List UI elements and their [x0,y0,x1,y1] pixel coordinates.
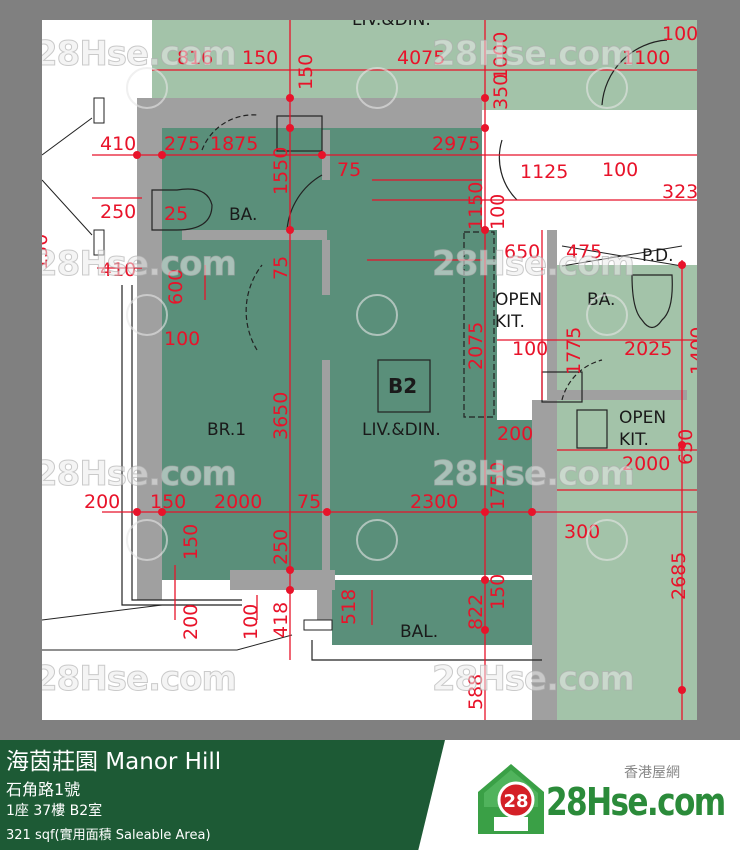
dim-75-b: 75 [270,256,292,280]
dim-410-top: 410 [100,133,136,155]
watermark-house-icons [126,67,628,561]
svg-text:28Hse.com: 28Hse.com [42,659,236,699]
dim-1550: 1550 [270,147,292,195]
dim-650-b: 650 [675,429,697,465]
floor-plan: 816 150 4075 1100 100 150 1000 350 410 2… [42,20,697,720]
dim-2000-b: 2000 [214,491,262,513]
svg-text:28Hse.com: 28Hse.com [42,454,236,494]
dim-3650: 3650 [270,392,292,440]
dim-200-c: 200 [180,604,202,640]
dim-323: 323 [662,181,697,203]
dim-410-b: 410 [100,259,136,281]
dim-2075: 2075 [465,322,487,370]
dim-250-b: 250 [270,529,292,565]
svg-text:28Hse.com: 28Hse.com [432,244,634,284]
dim-4075: 4075 [397,47,445,69]
room-label-open-kit-2b: KIT. [619,430,649,450]
property-address: 石角路1號 [6,780,81,799]
svg-text:28: 28 [503,791,528,812]
property-unit: 1座 37樓 B2室 [6,803,103,819]
svg-text:28Hse.com: 28Hse.com [432,659,634,699]
dim-100-d: 100 [240,604,262,640]
dim-75-c: 75 [297,491,321,513]
dim-150-vertical: 150 [295,54,317,90]
dim-1400: 1400 [687,327,697,375]
dim-250-a: 250 [100,201,136,223]
room-label-liv-din: LIV.&DIN. [362,420,441,440]
dim-150-b: 150 [150,491,186,513]
property-title: 海茵莊園 Manor Hill [6,749,222,775]
dim-588: 588 [465,674,487,710]
room-label-balcony: BAL. [400,622,438,642]
dim-1000: 1000 [490,32,512,80]
house-logo-icon: 28 [478,764,544,834]
dim-75-a: 75 [337,159,361,181]
room-label-open-kit-2a: OPEN [619,408,666,428]
dim-350: 350 [490,74,512,110]
dim-1750: 1750 [487,462,509,510]
dim-816: 816 [177,47,213,69]
room-label-open-kit-1b: KIT. [495,312,525,332]
logo-tagline: 香港屋網 [624,765,680,781]
svg-text:28Hse.com: 28Hse.com [42,34,236,74]
room-label-bedroom: BR.1 [207,420,246,440]
room-label-bathroom-neighbor: BA. [587,290,615,310]
room-label-pipe-duct: P.D. [642,246,674,266]
dim-1150: 1150 [465,182,487,230]
unit-tag: B2 [388,374,417,398]
dim-200-b: 200 [84,491,120,513]
dim-200-a: 200 [497,423,533,445]
svg-text:28Hse.com: 28Hse.com [432,34,634,74]
property-area: 321 sqf(實用面積 Saleable Area) [6,828,211,843]
dim-1775: 1775 [563,327,585,375]
dim-100-vertical: 100 [487,194,509,230]
dim-100-a: 100 [602,159,638,181]
dim-2025: 2025 [624,338,672,360]
room-label-liv-din-top: LIV.&DIN. [352,20,431,30]
dim-418: 418 [270,602,292,638]
dim-100-top-right: 100 [662,23,697,45]
dim-150-side: 150 [42,234,52,270]
svg-text:28Hse.com: 28Hse.com [42,244,236,284]
dim-2300: 2300 [410,491,458,513]
dim-600: 600 [165,269,187,305]
svg-text:28Hse.com: 28Hse.com [432,454,634,494]
dim-1100: 1100 [622,47,670,69]
dim-150: 150 [242,47,278,69]
dim-1125: 1125 [520,161,568,183]
dim-275: 275 [164,133,200,155]
room-label-open-kit-1a: OPEN [495,290,542,310]
property-info-panel: 海茵莊園 Manor Hill 石角路1號 1座 37樓 B2室 321 sqf… [0,740,445,850]
dim-150-d: 150 [487,574,509,610]
dim-650-a: 650 [504,241,540,263]
dim-2975: 2975 [432,133,480,155]
dim-1875: 1875 [210,133,258,155]
dim-25: 25 [164,203,188,225]
dim-100-c: 100 [512,338,548,360]
dim-100-b: 100 [164,328,200,350]
dim-518: 518 [338,589,360,625]
dim-150-c: 150 [180,524,202,560]
floor-plan-drawing: 816 150 4075 1100 100 150 1000 350 410 2… [42,20,697,720]
logo-wordmark: 28Hse.com [546,780,726,824]
dim-822: 822 [465,594,487,630]
dim-2685: 2685 [668,552,690,600]
dim-2000-a: 2000 [622,453,670,475]
dim-475: 475 [566,241,602,263]
room-label-bathroom: BA. [229,205,257,225]
footer: 海茵莊園 Manor Hill 石角路1號 1座 37樓 B2室 321 sqf… [0,740,740,850]
watermark-group: 28Hse.com 28Hse.com 28Hse.com 28Hse.com … [42,34,635,700]
